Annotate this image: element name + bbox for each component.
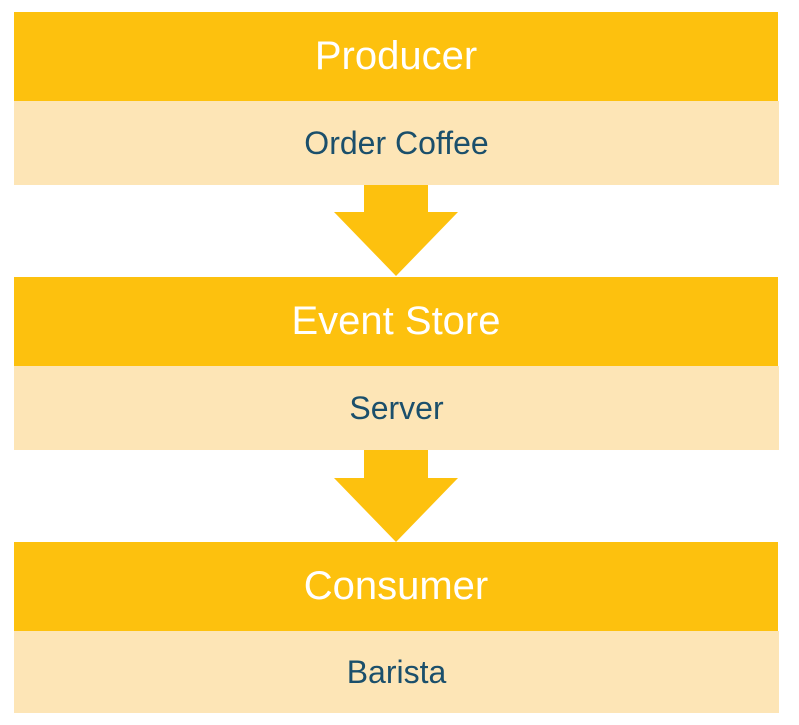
stage-event-store-body: Server xyxy=(14,366,779,450)
stage-event-store-header: Event Store xyxy=(14,277,778,366)
stage-consumer-body: Barista xyxy=(14,631,779,713)
down-arrow-icon xyxy=(330,450,462,543)
stage-event-store-title: Event Store xyxy=(291,299,501,343)
stage-producer-body: Order Coffee xyxy=(14,101,779,185)
stage-producer-title: Producer xyxy=(314,34,478,78)
stage-event-store-subtitle: Server xyxy=(349,389,444,426)
stage-consumer-subtitle: Barista xyxy=(346,653,447,690)
stage-producer-header: Producer xyxy=(14,12,778,101)
stage-consumer-title: Consumer xyxy=(303,564,489,608)
stage-consumer-header: Consumer xyxy=(14,542,778,631)
down-arrow-icon xyxy=(330,185,462,277)
stage-producer-subtitle: Order Coffee xyxy=(304,124,489,161)
